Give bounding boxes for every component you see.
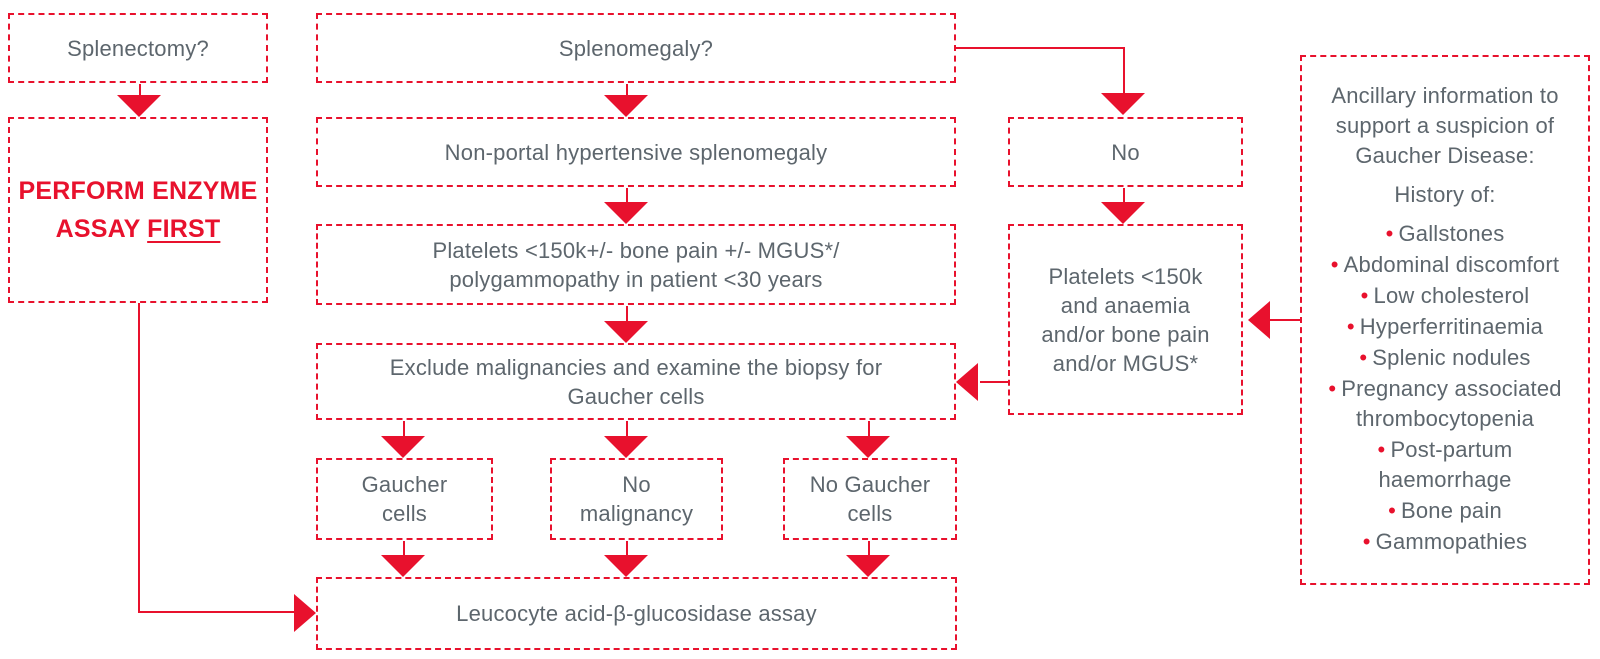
arrowhead-down-icon bbox=[604, 321, 648, 343]
bullet-icon: • bbox=[1346, 314, 1355, 339]
box-non-portal-splenomegaly: Non-portal hypertensive splenomegaly bbox=[316, 117, 956, 187]
bullet-icon: • bbox=[1385, 221, 1394, 246]
ancillary-item: •Abdominal discomfort bbox=[1330, 252, 1560, 277]
ancillary-item: •Low cholesterol bbox=[1360, 283, 1530, 308]
flow-line bbox=[956, 47, 1125, 49]
flow-line bbox=[980, 381, 1008, 383]
flow-line bbox=[403, 541, 405, 557]
perform-enzyme-line1: PERFORM ENZYME bbox=[18, 177, 258, 205]
flow-line bbox=[1270, 319, 1300, 321]
flow-line bbox=[626, 84, 628, 96]
box-splenectomy-label: Splenectomy? bbox=[67, 35, 209, 61]
box-leucocyte-assay: Leucocyte acid-β-glucosidase assay bbox=[316, 577, 957, 650]
arrowhead-down-icon bbox=[117, 95, 161, 117]
flow-line bbox=[626, 421, 628, 438]
flow-line bbox=[139, 84, 141, 96]
flow-line bbox=[138, 611, 296, 613]
ancillary-item: •Bone pain bbox=[1388, 498, 1502, 523]
perform-enzyme-text: PERFORM ENZYME ASSAY FIRST bbox=[19, 172, 258, 248]
arrowhead-down-icon bbox=[1101, 202, 1145, 224]
box-no: No bbox=[1008, 117, 1243, 187]
arrowhead-down-icon bbox=[381, 555, 425, 577]
flow-line bbox=[868, 421, 870, 438]
arrowhead-down-icon bbox=[604, 436, 648, 458]
flow-line bbox=[1123, 188, 1125, 204]
ancillary-item: •Gammopathies bbox=[1362, 529, 1528, 554]
arrowhead-left-icon bbox=[1248, 301, 1270, 339]
flow-line bbox=[626, 306, 628, 323]
arrowhead-down-icon bbox=[604, 95, 648, 117]
perform-enzyme-line2-prefix: ASSAY bbox=[55, 215, 148, 243]
arrowhead-right-icon bbox=[294, 594, 316, 632]
flow-line bbox=[626, 188, 628, 204]
bullet-icon: • bbox=[1360, 283, 1369, 308]
bullet-icon: • bbox=[1388, 498, 1396, 523]
flow-line bbox=[626, 541, 628, 557]
ancillary-item: •Hyperferritinaemia bbox=[1346, 314, 1544, 339]
flow-line bbox=[1123, 47, 1125, 95]
bullet-icon: • bbox=[1330, 252, 1339, 277]
ancillary-item: •Gallstones bbox=[1385, 221, 1505, 246]
arrowhead-down-icon bbox=[604, 202, 648, 224]
ancillary-item: •Splenic nodules bbox=[1359, 345, 1531, 370]
bullet-icon: • bbox=[1377, 437, 1386, 462]
ancillary-list: •Gallstones •Abdominal discomfort •Low cho… bbox=[1310, 219, 1580, 557]
box-splenectomy: Splenectomy? bbox=[8, 13, 268, 83]
flow-line bbox=[868, 541, 870, 557]
box-exclude-malignancies: Exclude malignancies and examine the bio… bbox=[316, 343, 956, 420]
box-non-portal-label: Non-portal hypertensive splenomegaly bbox=[444, 139, 828, 165]
bullet-icon: • bbox=[1362, 529, 1371, 554]
box-splenomegaly-label: Splenomegaly? bbox=[558, 35, 714, 61]
box-leucocyte-assay-label: Leucocyte acid-β-glucosidase assay bbox=[456, 601, 817, 626]
arrowhead-down-icon bbox=[1101, 93, 1145, 115]
arrowhead-down-icon bbox=[846, 555, 890, 577]
box-no-label: No bbox=[1111, 139, 1140, 165]
arrowhead-down-icon bbox=[381, 436, 425, 458]
box-exclude-malignancies-label: Exclude malignancies and examine the bio… bbox=[389, 354, 883, 409]
arrowhead-down-icon bbox=[846, 436, 890, 458]
bullet-icon: • bbox=[1328, 376, 1337, 401]
box-platelets-criteria: Platelets <150k+/- bone pain +/- MGUS*/p… bbox=[316, 224, 956, 305]
arrowhead-down-icon bbox=[604, 555, 648, 577]
box-perform-enzyme-assay: PERFORM ENZYME ASSAY FIRST bbox=[8, 117, 268, 303]
box-splenomegaly: Splenomegaly? bbox=[316, 13, 956, 83]
perform-enzyme-underlined: FIRST bbox=[147, 215, 221, 243]
flow-line bbox=[403, 421, 405, 438]
ancillary-subtitle: History of: bbox=[1394, 182, 1496, 207]
bullet-icon: • bbox=[1359, 345, 1368, 370]
flow-line bbox=[138, 303, 140, 613]
arrowhead-left-icon bbox=[956, 363, 978, 401]
box-platelets-criteria-label: Platelets <150k+/- bone pain +/- MGUS*/p… bbox=[432, 237, 840, 292]
